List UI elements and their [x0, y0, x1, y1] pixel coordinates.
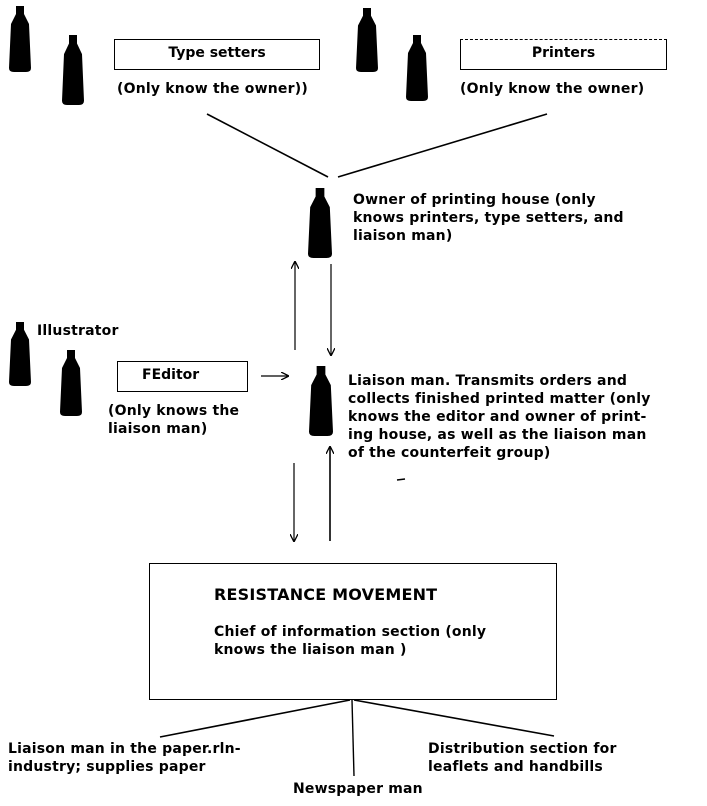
distribution-line: Distribution section for: [428, 741, 617, 757]
line-resistance-paper: [159, 699, 351, 738]
printers-box: Printers: [460, 39, 667, 70]
person-icon: [309, 366, 333, 436]
illustrator-label: Illustrator: [37, 323, 119, 339]
person-icon: [9, 322, 31, 386]
line-resistance-distribution: [353, 699, 555, 737]
editor-note: (Only knows the liaison man): [108, 402, 239, 438]
resistance-text-line: Chief of information section (only: [214, 624, 487, 640]
resistance-text-line: knows the liaison man ): [214, 642, 407, 658]
person-icon: [62, 35, 84, 105]
stray-mark: [396, 478, 406, 481]
editor-note-line: liaison man): [108, 421, 208, 437]
liaison-text: Liaison man. Transmits orders and collec…: [348, 372, 651, 462]
line-typesetters-owner: [206, 113, 329, 178]
resistance-text: Chief of information section (only knows…: [214, 623, 486, 659]
liaison-text-line: collects finished printed matter (only: [348, 391, 651, 407]
liaison-text-line: ing house, as well as the liaison man: [348, 427, 647, 443]
printers-note: (Only know the owner): [460, 81, 645, 97]
resistance-box: [149, 563, 557, 700]
typesetters-note: (Only know the owner)): [117, 81, 308, 97]
newspaper-label: Newspaper man: [293, 781, 423, 797]
printers-label: Printers: [531, 45, 596, 61]
person-icon: [308, 188, 332, 258]
person-icon: [60, 350, 82, 416]
owner-text-line: knows printers, type setters, and: [353, 210, 624, 226]
person-icon: [9, 6, 31, 72]
editor-note-line: (Only knows the: [108, 403, 240, 419]
liaison-text-line: of the counterfeit group): [348, 445, 551, 461]
liaison-text-line: knows the editor and owner of print-: [348, 409, 647, 425]
person-icon: [406, 35, 428, 101]
owner-text: Owner of printing house (only knows prin…: [353, 191, 624, 245]
typesetters-label: Type setters: [168, 45, 266, 61]
line-resistance-newspaper: [351, 699, 355, 777]
person-icon: [356, 8, 378, 72]
owner-text-line: Owner of printing house (only: [353, 192, 596, 208]
owner-text-line: liaison man): [353, 228, 453, 244]
distribution-line: leaflets and handbills: [428, 759, 603, 775]
paper-liaison-text: Liaison man in the paper.rln- industry; …: [8, 740, 241, 776]
typesetters-box: Type setters: [114, 39, 320, 70]
distribution-text: Distribution section for leaflets and ha…: [428, 740, 617, 776]
line-printers-owner: [337, 113, 548, 178]
paper-liaison-line: industry; supplies paper: [8, 759, 206, 775]
editor-box: FEditor: [117, 361, 248, 392]
liaison-text-line: Liaison man. Transmits orders and: [348, 373, 628, 389]
resistance-title: RESISTANCE MOVEMENT: [214, 585, 438, 604]
editor-label: FEditor: [142, 367, 200, 383]
paper-liaison-line: Liaison man in the paper.rln-: [8, 741, 241, 757]
